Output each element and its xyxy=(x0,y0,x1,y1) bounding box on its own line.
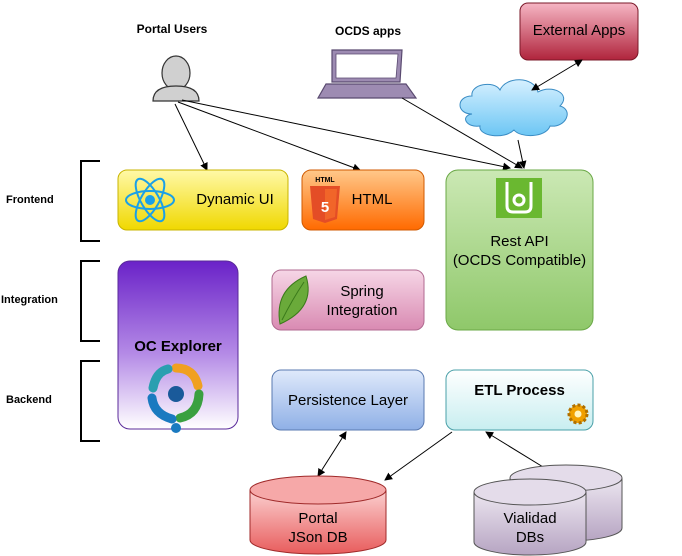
html-label: HTML xyxy=(351,191,393,208)
svg-text:5: 5 xyxy=(321,199,329,216)
html5-icon: 5 xyxy=(310,186,340,223)
external-apps-label: External Apps xyxy=(532,22,626,39)
arrow-etl-portaldb xyxy=(384,431,453,481)
etl-process-box xyxy=(445,369,594,431)
portal-db-cylinder xyxy=(249,475,387,555)
spring-integration-label-line1: Spring xyxy=(340,283,384,300)
arrow-users-html xyxy=(177,101,361,172)
vialidad-db-label-line2: DBs xyxy=(515,529,545,546)
arrow-cloud-externalapps xyxy=(531,59,583,91)
etl-process-label: ETL Process xyxy=(474,382,565,399)
user-icon xyxy=(152,55,200,102)
vialidad-db-cylinder xyxy=(473,464,623,556)
arrow-vialidad-etl xyxy=(485,431,549,471)
gear-icon xyxy=(567,403,589,425)
dynamic-ui-label: Dynamic UI xyxy=(196,191,274,208)
rest-api-label: Rest API xyxy=(490,233,549,250)
react-icon xyxy=(125,177,175,223)
ocds-apps-label: OCDS apps xyxy=(334,24,401,38)
portal-users-label: Portal Users xyxy=(136,22,208,36)
vialidad-db-label-line1: Vialidad xyxy=(503,510,557,527)
persistence-layer-label: Persistence Layer xyxy=(287,392,409,409)
backend-bracket xyxy=(80,360,100,442)
spring-leaf-icon xyxy=(278,275,309,325)
connectors xyxy=(174,59,583,481)
laptop-icon xyxy=(316,49,418,99)
frontend-bracket xyxy=(80,160,100,242)
integration-bracket xyxy=(80,260,100,342)
cloud-icon xyxy=(459,79,568,137)
rest-api-box xyxy=(445,169,594,331)
persistence-layer-box xyxy=(271,369,425,431)
arrow-users-dynamicui xyxy=(174,103,208,171)
arrow-cloud-restapi xyxy=(517,139,527,169)
rest-api-icon xyxy=(496,178,542,218)
spring-integration-box xyxy=(271,269,425,331)
arrow-persistence-portaldb xyxy=(317,431,347,477)
arrow-laptop-restapi xyxy=(401,97,523,169)
frontend-label: Frontend xyxy=(6,194,54,206)
portal-db-label-line1: Portal xyxy=(298,510,338,527)
arrow-users-restapi xyxy=(181,99,511,171)
portal-db-label-line2: JSon DB xyxy=(288,529,348,546)
html-badge-label: HTML xyxy=(315,177,335,184)
spring-integration-label-line2: Integration xyxy=(326,302,398,319)
oc-explorer-logo-icon xyxy=(147,363,204,433)
dynamic-ui-box xyxy=(117,169,289,231)
backend-label: Backend xyxy=(6,394,52,406)
integration-label: Integration xyxy=(1,294,58,306)
rest-api-sublabel: (OCDS Compatible) xyxy=(452,252,587,269)
oc-explorer-label: OC Explorer xyxy=(134,338,222,355)
